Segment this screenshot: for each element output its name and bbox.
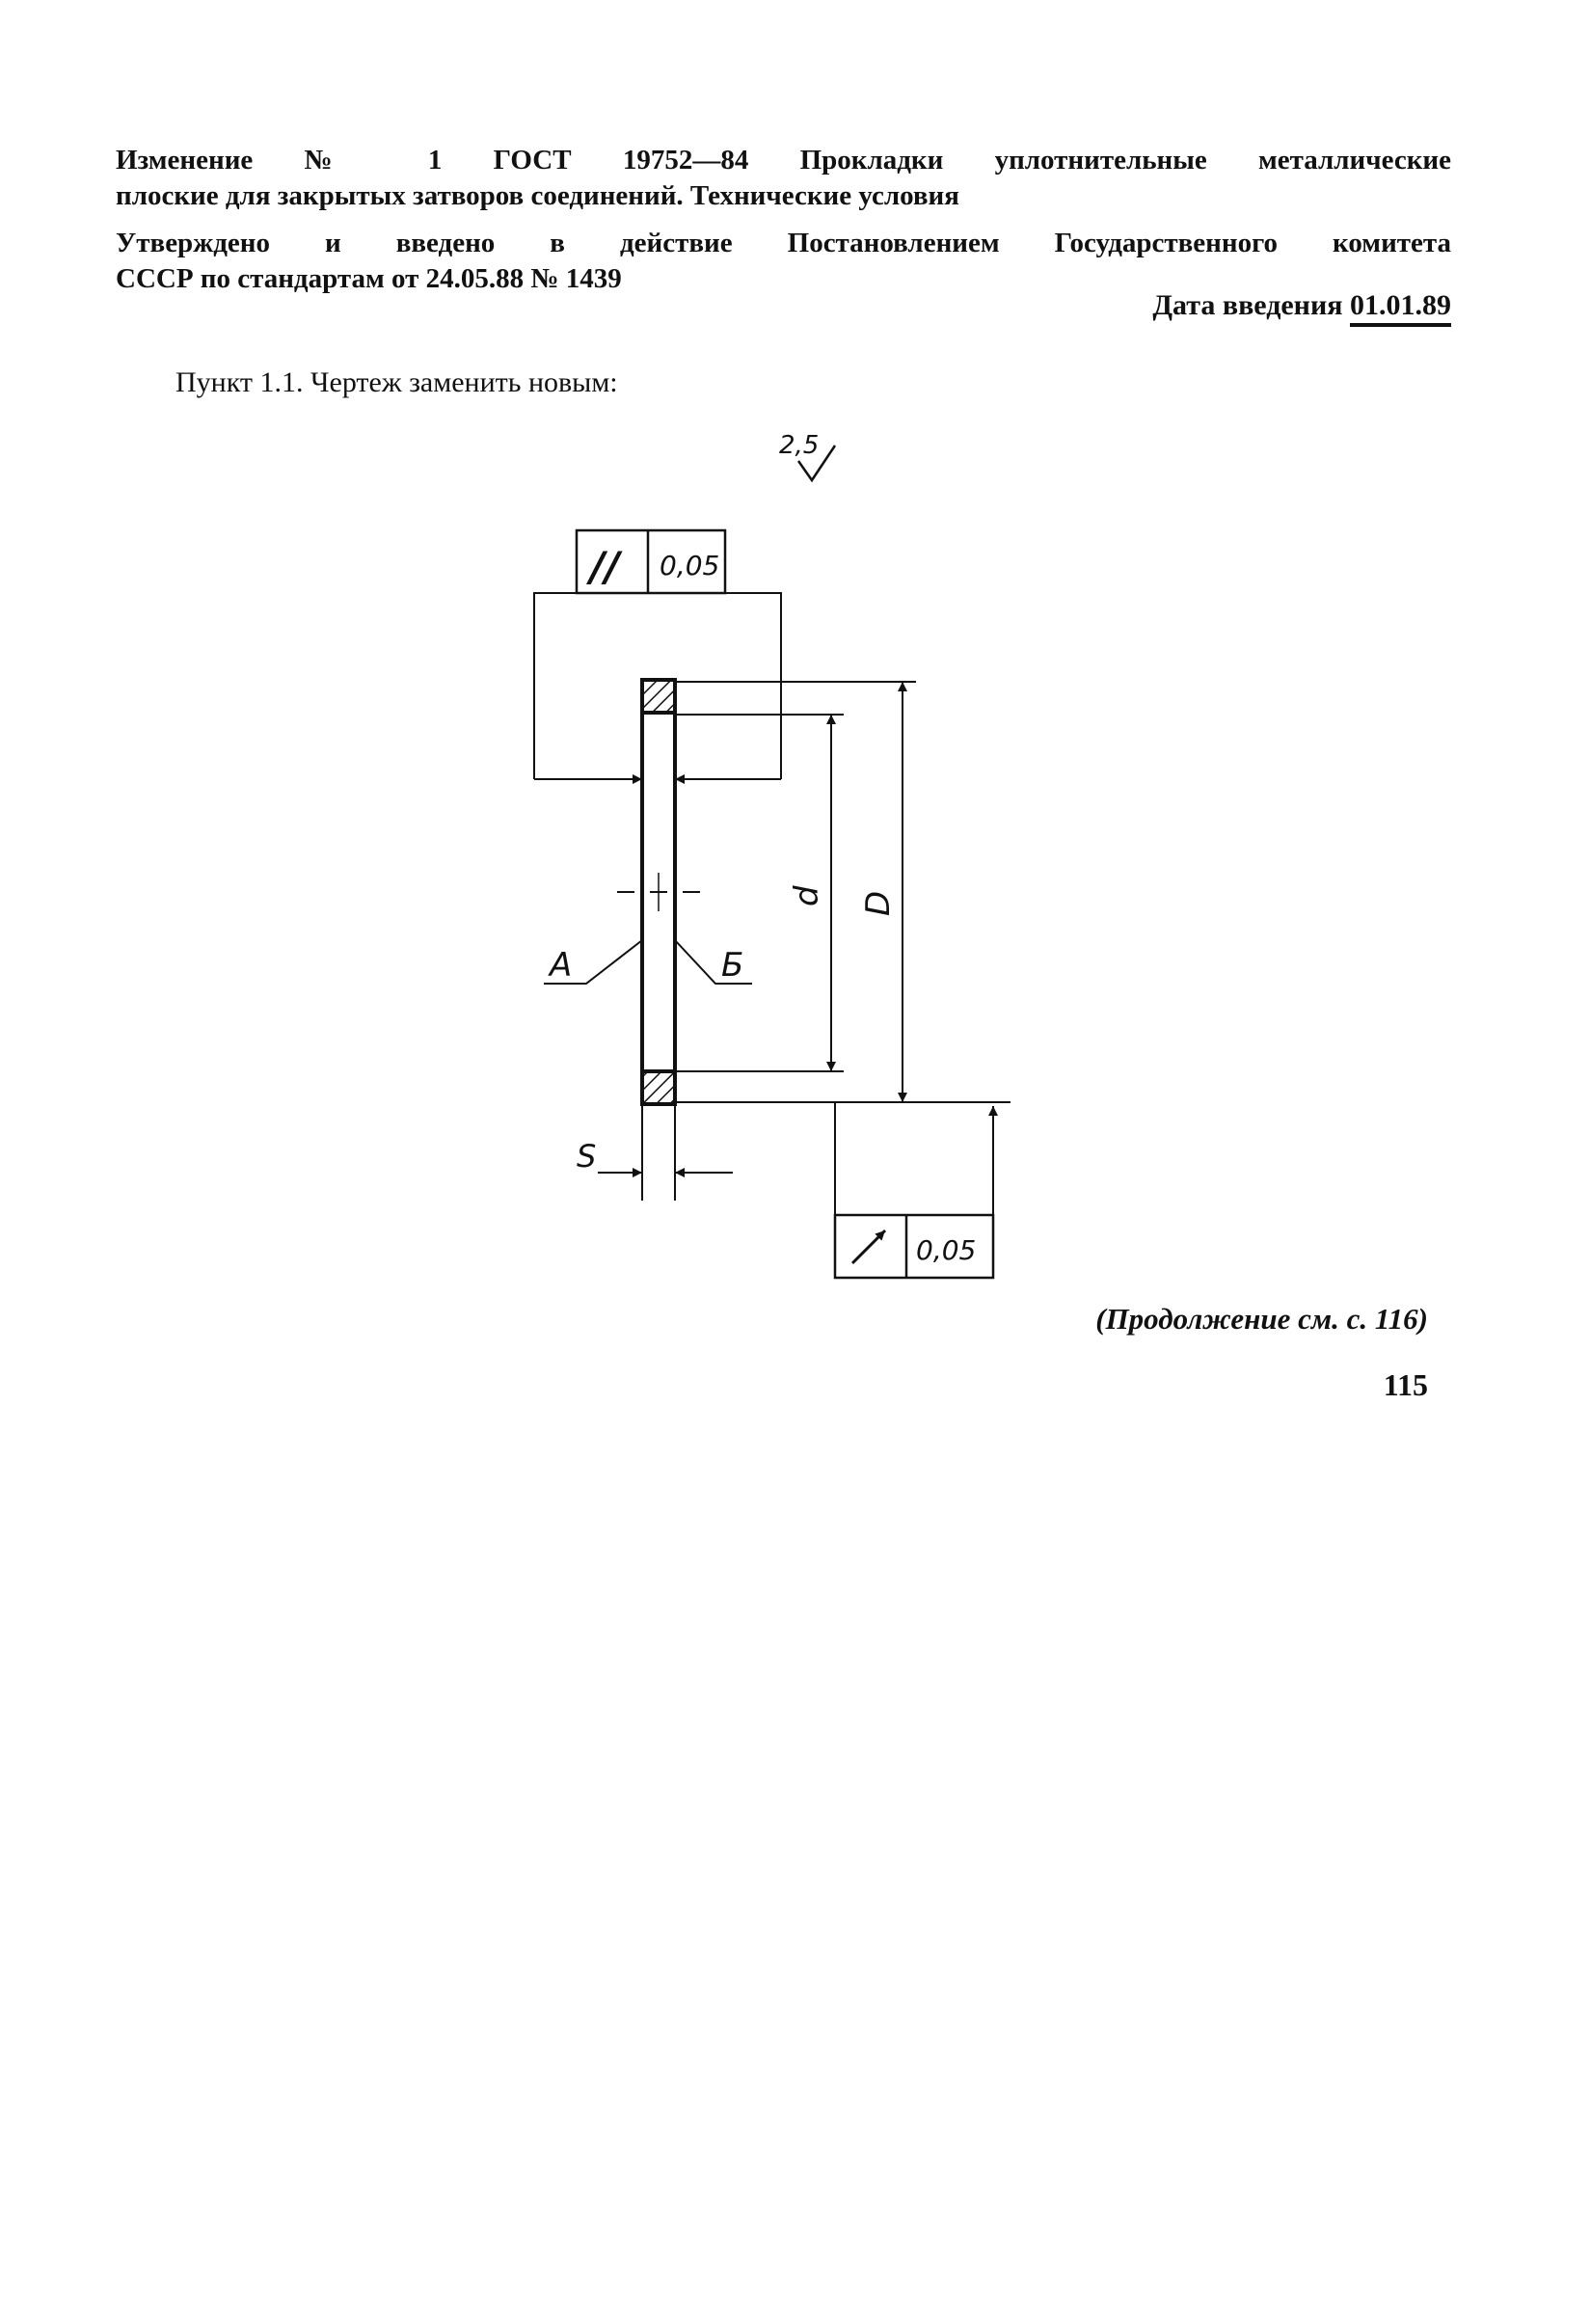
face-label-b: Б (674, 939, 752, 985)
runout-tolerance-frame: 0,05 (833, 1102, 998, 1280)
gasket-section (640, 678, 677, 1106)
dimension-D: D (859, 682, 907, 1102)
page-number: 115 (1383, 1367, 1428, 1402)
label-s: S (577, 1138, 596, 1175)
effective-date-value: 01.01.89 (1350, 289, 1451, 327)
face-label-a: А (544, 939, 643, 985)
header-line-3: Утверждено и введено в действие Постанов… (116, 228, 1451, 258)
runout-tolerance: 0,05 (916, 1234, 976, 1266)
header-line-1: Изменение № 1 ГОСТ 19752—84 Прокладки уп… (116, 145, 1451, 176)
effective-date-label: Дата введения (1152, 289, 1343, 321)
effective-date: Дата введения 01.01.89 (1152, 289, 1451, 327)
header-line-4: СССР по стандартам от 24.05.88 № 1439 (116, 263, 622, 294)
parallelism-symbol: // (585, 543, 623, 590)
continuation-note: (Продолжение см. с. 116) (1095, 1302, 1428, 1336)
gasket-drawing: 2,5 // 0,05 d D А Б (533, 431, 1011, 1280)
parallelism-tolerance-frame: // 0,05 (575, 528, 727, 595)
roughness-mark: 2,5 (779, 431, 837, 483)
label-a: А (548, 946, 572, 985)
amendment-header: Изменение № 1 ГОСТ 19752—84 Прокладки уп… (116, 143, 1451, 297)
header-line-2: плоские для закрытых затворов соединений… (116, 180, 959, 211)
dimension-d: d (788, 715, 836, 1071)
dimension-D-label: D (859, 891, 898, 916)
label-b: Б (721, 946, 743, 985)
dimension-s: S (577, 1104, 733, 1201)
roughness-value: 2,5 (779, 431, 819, 460)
dimension-d-label: d (788, 885, 826, 906)
instruction-paragraph: Пункт 1.1. Чертеж заменить новым: (175, 366, 618, 398)
parallelism-tolerance: 0,05 (660, 550, 719, 581)
